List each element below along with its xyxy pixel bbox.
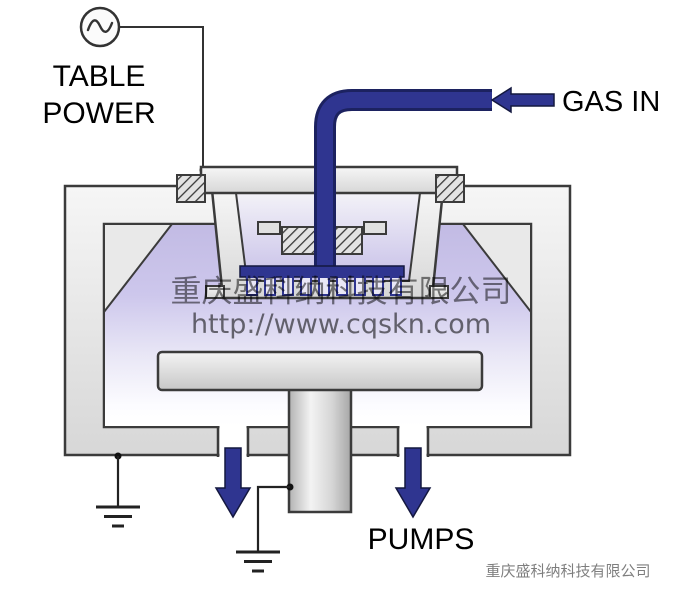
cup-flange-left — [205, 285, 225, 299]
mount-tab-right — [363, 221, 387, 235]
ground-symbol-chamber — [96, 452, 140, 528]
table-power-label-line2: POWER — [42, 97, 155, 130]
table-power-label-line1: TABLE — [53, 60, 146, 93]
mount-tab-left — [257, 221, 281, 235]
seal-hatch-right — [435, 174, 465, 203]
watermark-company: 重庆盛科纳科技有限公司 — [171, 274, 512, 310]
watermark-url: http://www.cqskn.com — [191, 309, 491, 340]
ground-symbol-pedestal — [236, 483, 294, 573]
gas-in-arrow-icon — [490, 86, 555, 114]
pumps-label: PUMPS — [368, 523, 475, 556]
gas-in-label: GAS IN — [562, 86, 660, 118]
chamber-shoulder-right — [460, 223, 532, 315]
power-wire — [119, 26, 204, 168]
ac-sine-icon — [86, 19, 114, 33]
pedestal-stem — [287, 386, 353, 514]
lower-electrode-table — [156, 350, 484, 392]
chamber-shoulder-left — [103, 223, 175, 315]
seal-hatch-left — [176, 174, 206, 203]
showerhead-teeth — [246, 276, 402, 296]
watermark-corner: 重庆盛科纳科技有限公司 — [485, 562, 650, 580]
cup-flange-right — [429, 285, 449, 299]
pump-arrow-right-icon — [394, 447, 432, 519]
pump-arrow-left-icon — [214, 447, 252, 519]
gas-pipe — [317, 92, 492, 276]
